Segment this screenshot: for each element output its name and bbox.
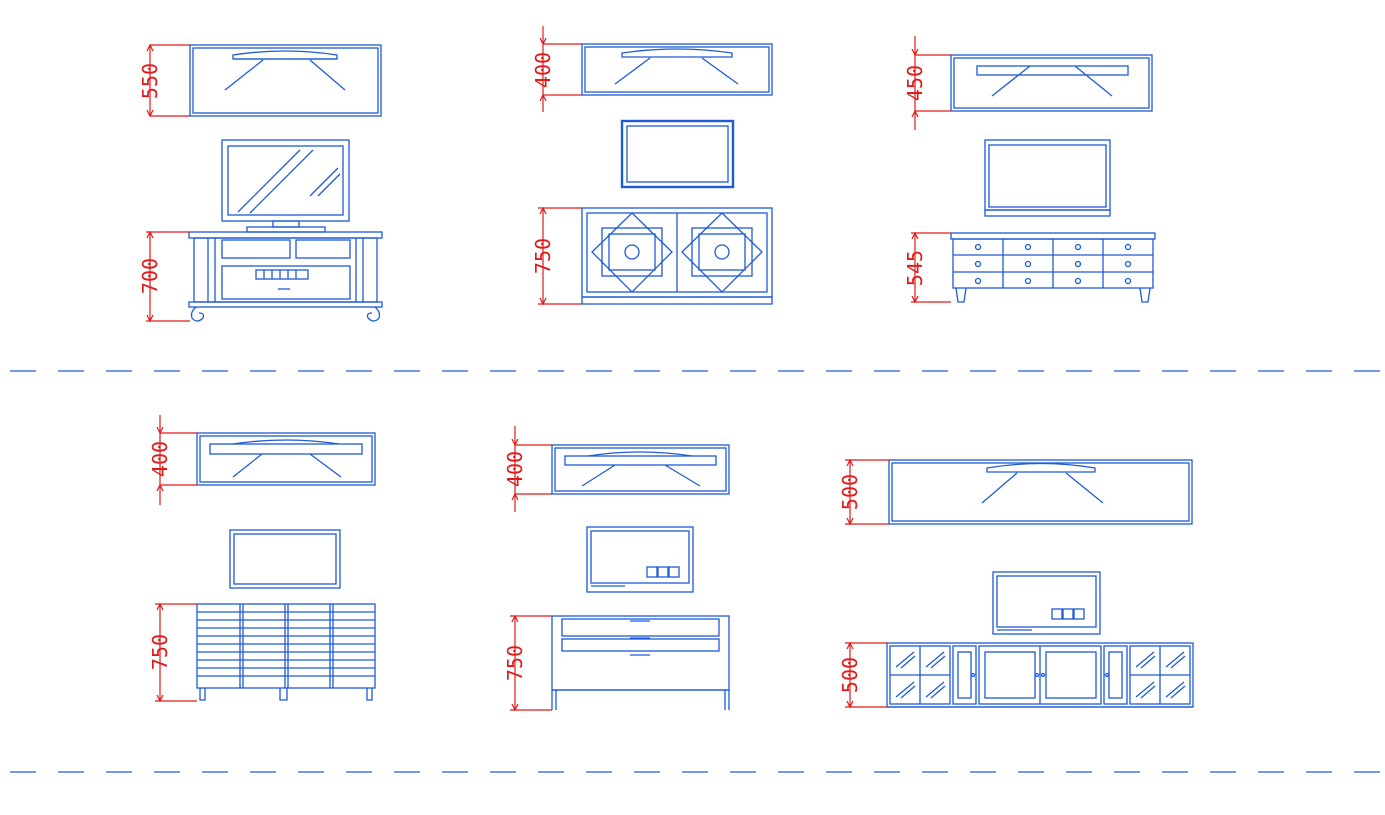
unit-1-upper-dim-label: 550 (138, 63, 162, 99)
unit-4-wall-cabinet (196, 432, 376, 486)
unit-4-dimension-upper: 400 (148, 415, 197, 505)
unit-6-upper-dim-label: 500 (838, 474, 862, 510)
unit-6-wall-cabinet (888, 459, 1193, 525)
unit-3-wall-cabinet (950, 54, 1153, 112)
unit-5-wall-cabinet (551, 444, 730, 495)
unit-3-upper-dim-label: 450 (903, 65, 927, 101)
unit-1-dimension-upper: 550 (138, 43, 190, 118)
unit-2-wall-cabinet (581, 43, 773, 96)
unit-5-upper-dim-label: 400 (503, 451, 527, 487)
unit-2-mirror-frame (620, 119, 735, 189)
unit-5-antenna-socket-icon (668, 566, 680, 578)
unit-5-socket-icon (657, 566, 669, 578)
unit-1-lower-dim-label: 700 (138, 258, 162, 294)
unit-6-tv (992, 571, 1101, 635)
unit-4-lower-dim-label: 750 (148, 634, 172, 670)
unit-2-base-cabinet (581, 207, 773, 305)
unit-2-lower-dim-label: 750 (531, 238, 555, 274)
unit-5-base-cabinet (551, 615, 730, 710)
unit-3-dimension-upper: 450 (903, 36, 951, 130)
unit-5-tv (586, 526, 694, 593)
unit-6-base-cabinet (886, 642, 1194, 708)
unit-6-socket-icon (1062, 608, 1074, 620)
unit-6-socket-icon (1051, 608, 1063, 620)
unit-6: 500 500 (838, 458, 1194, 709)
unit-3-base-cabinet (950, 232, 1156, 303)
unit-3-lower-dim-label: 545 (903, 250, 927, 286)
unit-3: 450 545 (903, 36, 1156, 304)
unit-2-dimension-lower: 750 (531, 206, 582, 306)
unit-1: 550 700 (138, 43, 383, 323)
unit-1-wall-cabinet (189, 44, 382, 117)
unit-2-dimension-upper: 400 (531, 26, 582, 112)
unit-4-tv (229, 529, 341, 589)
unit-5-dimension-lower: 750 (503, 614, 552, 712)
unit-1-tv (221, 139, 350, 233)
unit-1-base-cabinet (188, 231, 383, 322)
unit-6-dimension-lower: 500 (838, 641, 887, 709)
unit-5-dimension-upper: 400 (503, 426, 552, 512)
unit-3-dimension-lower: 545 (903, 231, 951, 304)
unit-3-tv (984, 139, 1111, 217)
unit-4-base-cabinet (196, 603, 376, 701)
unit-2-upper-dim-label: 400 (531, 52, 555, 88)
unit-6-lower-dim-label: 500 (838, 657, 862, 693)
unit-2: 400 750 (531, 26, 773, 306)
unit-1-dimension-lower: 700 (138, 230, 190, 323)
unit-4-dimension-lower: 750 (148, 602, 197, 703)
unit-6-dimension-upper: 500 (838, 458, 889, 526)
unit-5-socket-icon (646, 566, 658, 578)
unit-5: 400 750 (503, 426, 730, 712)
unit-4: 400 750 (148, 415, 376, 703)
unit-6-antenna-socket-icon (1073, 608, 1085, 620)
unit-4-upper-dim-label: 400 (148, 441, 172, 477)
unit-5-lower-dim-label: 750 (503, 645, 527, 681)
